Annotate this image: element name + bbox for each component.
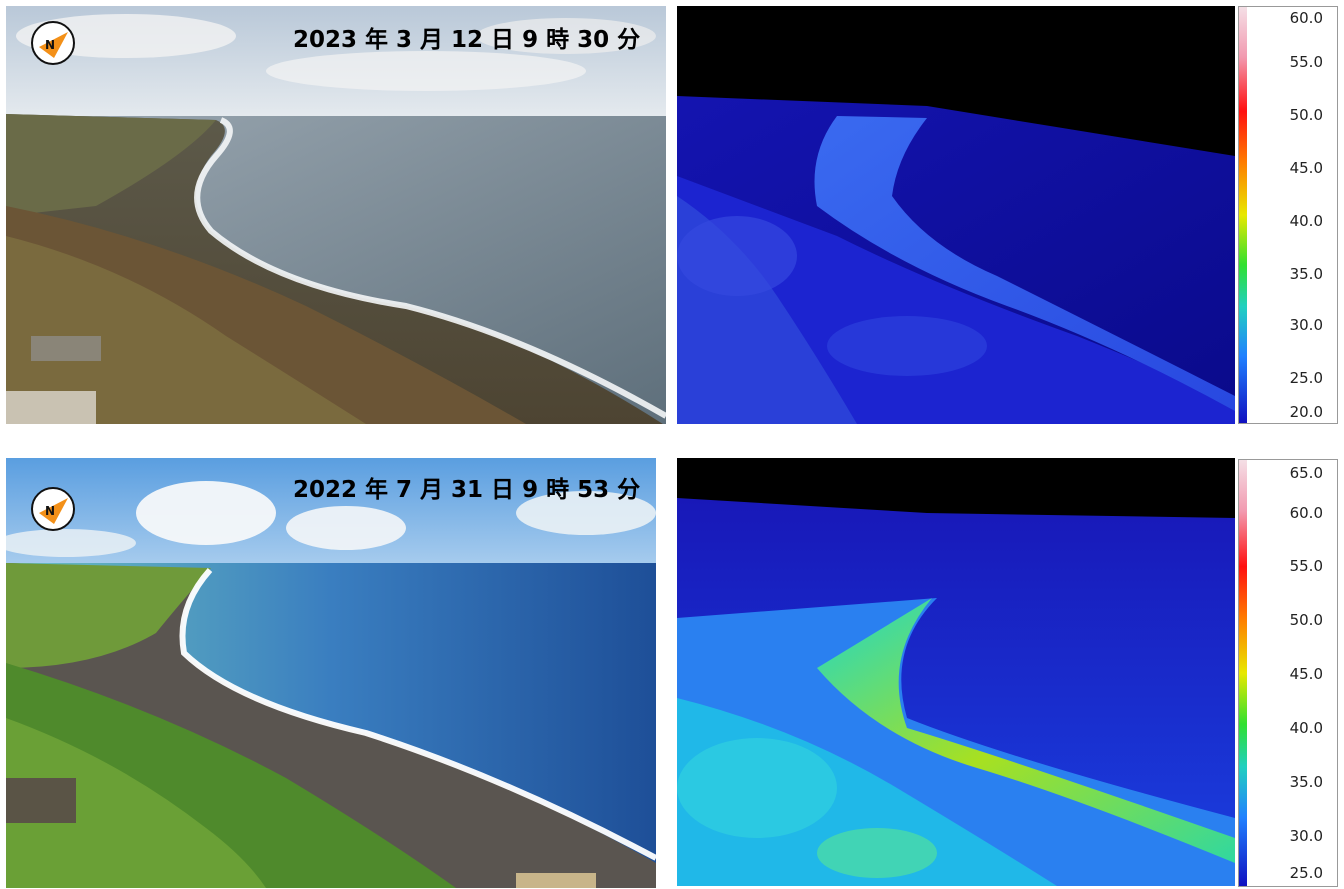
colorbar-tick-label: 20.0 [1289, 403, 1323, 421]
thermal-image-2022 [677, 458, 1235, 886]
colorbar-tick-label: 45.0 [1289, 665, 1323, 683]
colorbar-tick-label: 40.0 [1289, 212, 1323, 230]
colorbar-tick-label: 35.0 [1289, 773, 1323, 791]
colorbar-tick-label: 25.0 [1289, 369, 1323, 387]
colorbar-tick-label: 55.0 [1289, 53, 1323, 71]
svg-text:N: N [45, 504, 55, 518]
colorbar-tick-label: 35.0 [1289, 265, 1323, 283]
photo-2022: N 2022 年 7 月 31 日 9 時 53 分 [6, 458, 656, 888]
coast-photo-2023 [6, 6, 666, 424]
colorbar-tick-label: 65.0 [1289, 464, 1323, 482]
thermal-map-2022 [677, 458, 1235, 886]
colorbar-tick-label: 30.0 [1289, 316, 1323, 334]
coast-photo-2022 [6, 458, 656, 888]
colorbar-tick-label: 60.0 [1289, 504, 1323, 522]
colorbar-gradient [1239, 460, 1247, 886]
photo-2023: N 2023 年 3 月 12 日 9 時 30 分 [6, 6, 666, 424]
thermal-image-2023 [677, 6, 1235, 424]
colorbar-tick-label: 55.0 [1289, 557, 1323, 575]
photo-timestamp: 2023 年 3 月 12 日 9 時 30 分 [293, 27, 641, 53]
temperature-colorbar-2022: 65.0 60.0 55.0 50.0 45.0 40.0 35.0 30.0 … [1238, 459, 1338, 887]
compass-north-arrow-icon: N [30, 20, 76, 66]
temperature-colorbar-2023: 60.0 55.0 50.0 45.0 40.0 35.0 30.0 25.0 … [1238, 6, 1338, 424]
colorbar-tick-label: 45.0 [1289, 159, 1323, 177]
colorbar-tick-label: 50.0 [1289, 106, 1323, 124]
compass-north-arrow-icon: N [30, 486, 76, 532]
colorbar-tick-label: 40.0 [1289, 719, 1323, 737]
svg-text:N: N [45, 38, 55, 52]
colorbar-tick-label: 30.0 [1289, 827, 1323, 845]
colorbar-gradient [1239, 7, 1247, 423]
thermal-map-2023 [677, 6, 1235, 424]
colorbar-tick-label: 25.0 [1289, 864, 1323, 882]
colorbar-tick-label: 50.0 [1289, 611, 1323, 629]
colorbar-tick-label: 60.0 [1289, 9, 1323, 27]
photo-timestamp: 2022 年 7 月 31 日 9 時 53 分 [293, 477, 641, 503]
